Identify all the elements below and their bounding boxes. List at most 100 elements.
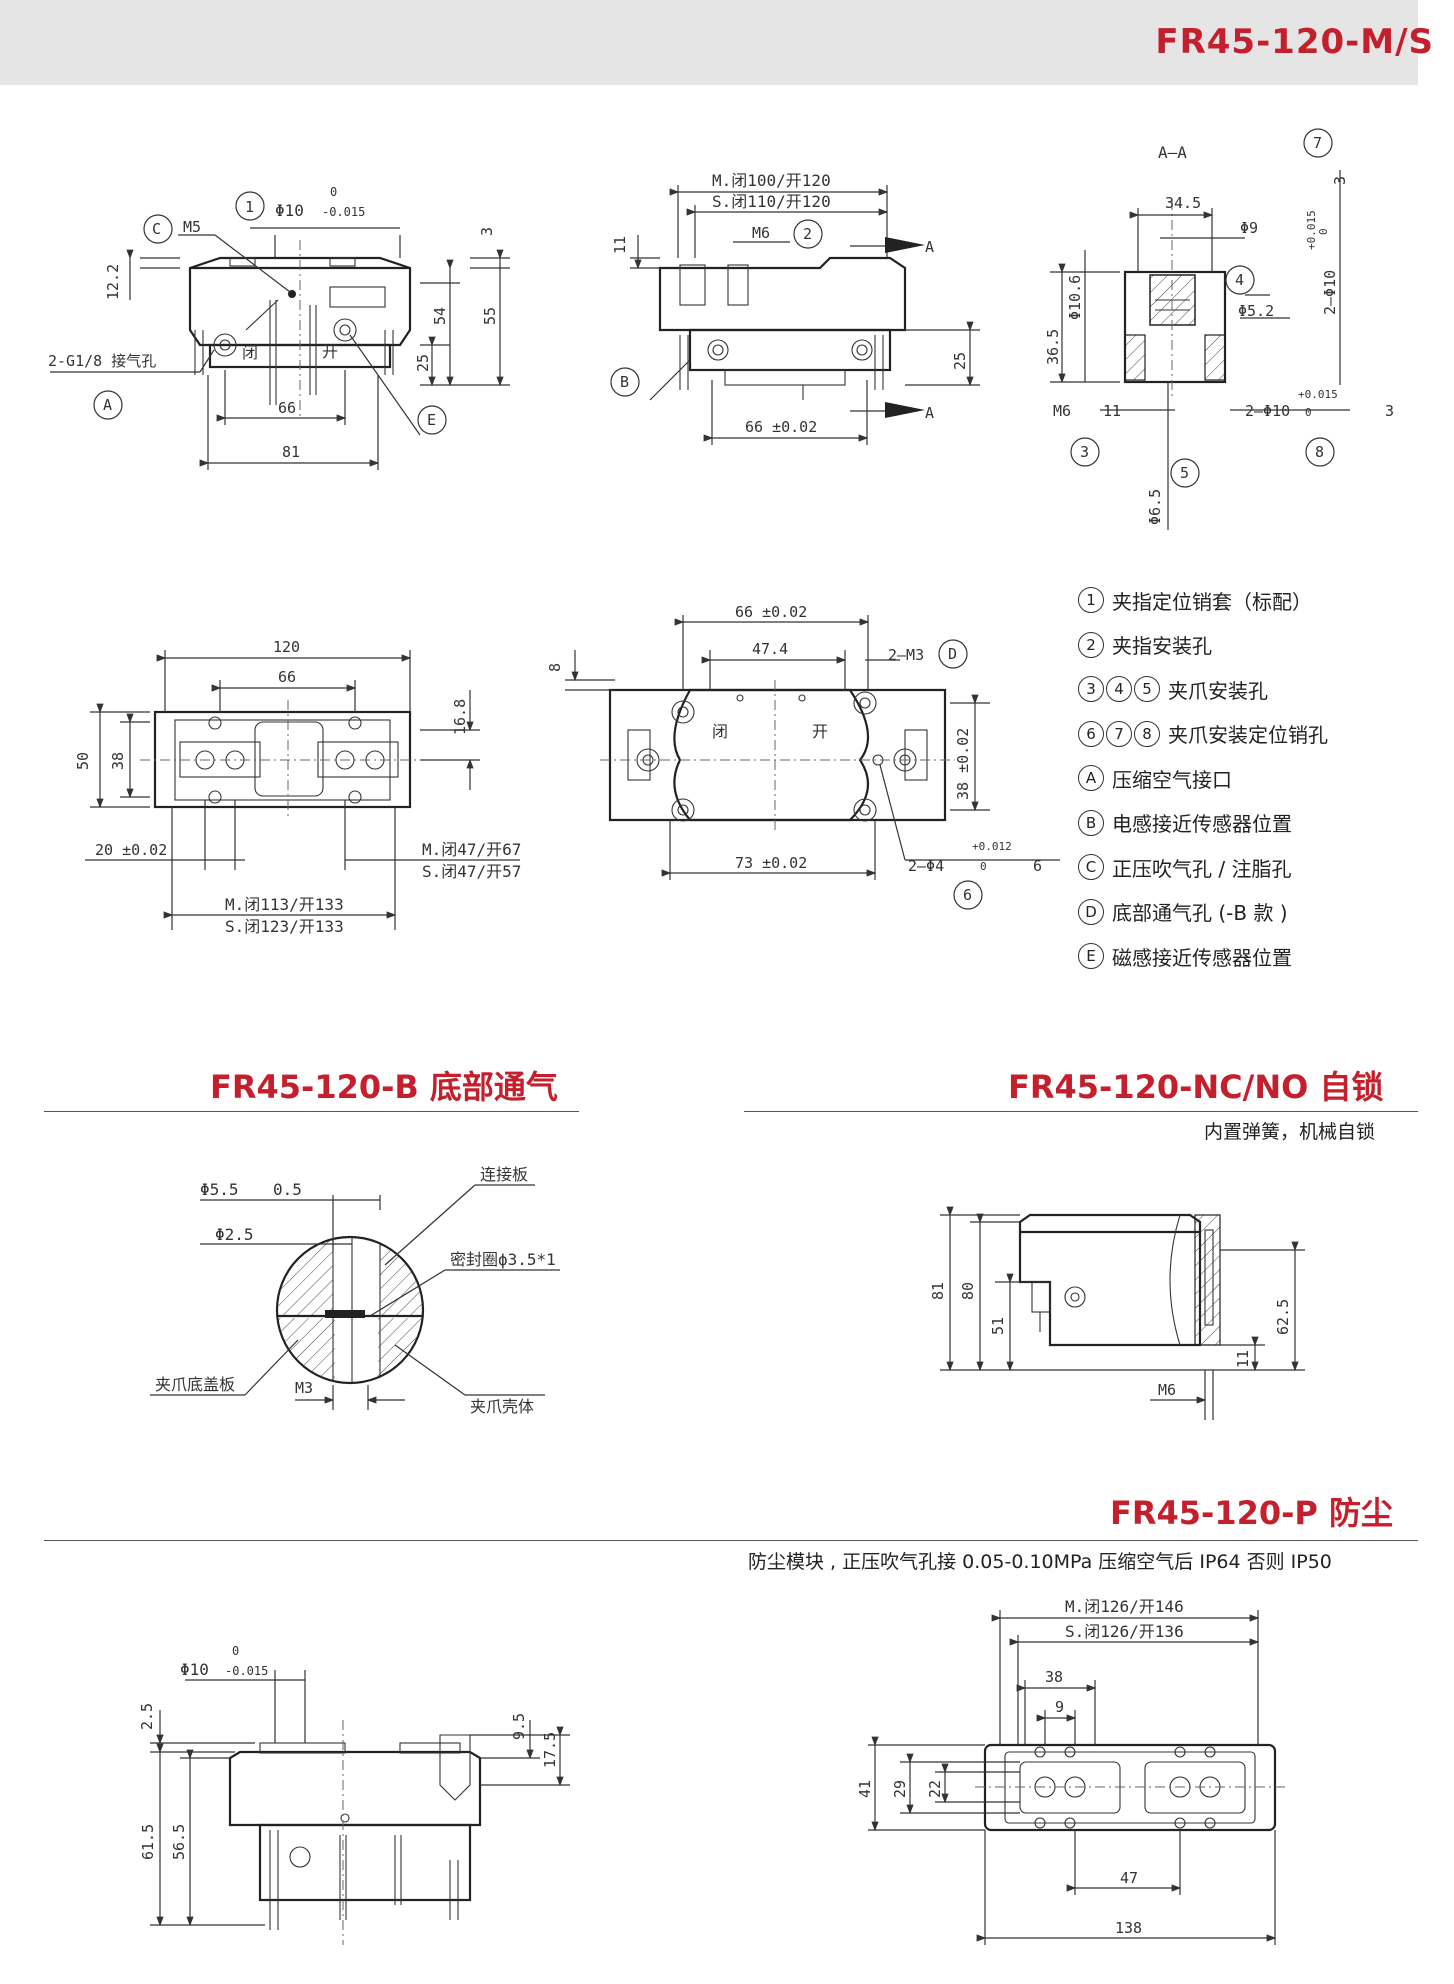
front-view-drawing [50, 191, 510, 470]
front-label-closed: 闭 [242, 343, 258, 362]
legend-badge: 7 [1106, 720, 1132, 747]
dust-front-drawing [150, 1670, 570, 1945]
vent-dim-depth-0-5: 0.5 [273, 1180, 302, 1199]
front-dim-66: 66 [278, 399, 296, 417]
legend-text: 正压吹气孔 / 注脂孔 [1112, 856, 1292, 881]
vent-label-seal: 密封圈ϕ3.5*1 [450, 1250, 556, 1269]
bottom-badge-6: 6 [963, 886, 972, 904]
aa-dim-34-5: 34.5 [1165, 194, 1201, 212]
dust-dim-17-5: 17.5 [541, 1732, 559, 1768]
top-view-drawing [85, 650, 520, 930]
front-badge-e: E [427, 411, 436, 429]
bottom-label-2-m3: 2—M3 [888, 646, 924, 664]
legend-row: B 电感接近传感器位置 [1078, 801, 1418, 846]
legend-badges: D [1078, 898, 1104, 925]
aa-tol-up-v: +0.015 [1305, 210, 1318, 250]
dust-dim-9-5: 9.5 [510, 1713, 528, 1740]
lock-dim-80: 80 [959, 1282, 977, 1300]
legend-badge: E [1078, 943, 1104, 970]
legend-badge: 8 [1134, 720, 1160, 747]
aa-badge-3: 3 [1080, 443, 1089, 461]
bottom-tol-up: +0.012 [972, 840, 1012, 853]
top-dim-38: 38 [109, 752, 127, 770]
front-dim-55: 55 [481, 307, 499, 325]
bottom-badge-d: D [948, 645, 957, 663]
legend-badge: 4 [1106, 676, 1132, 703]
legend-text: 电感接近传感器位置 [1112, 812, 1292, 837]
dust-tol-up: 0 [232, 1644, 239, 1658]
dust-top-dim-9: 9 [1055, 1698, 1064, 1716]
aa-tol-dn-h: 0 [1305, 406, 1312, 419]
section-title-bottom-vent: FR45-120-B 底部通气 [210, 1068, 558, 1106]
aa-dim-2-d10-h: 2—Φ10 [1245, 402, 1290, 420]
dust-top-dim-138: 138 [1115, 1919, 1142, 1937]
top-dim-20: 20 ±0.02 [95, 841, 167, 859]
top-dim-m-total: M.闭113/开133 [225, 895, 344, 914]
front-dim-d10: Φ10 [275, 201, 304, 220]
top-dim-m-open: M.闭47/开67 [422, 840, 521, 859]
front-dim-tol-dn: -0.015 [322, 205, 365, 219]
dust-dim-2-5: 2.5 [138, 1703, 156, 1730]
legend-badge: B [1078, 809, 1104, 836]
aa-label-depth-11: 11 [1103, 402, 1121, 420]
legend-badges: B [1078, 809, 1104, 836]
legend-badges: 2 [1078, 631, 1104, 658]
dust-top-s-stroke: S.闭126/开136 [1065, 1622, 1184, 1641]
side-dim-25: 25 [951, 352, 969, 370]
side-view-drawing [610, 185, 980, 445]
front-dim-tol-up: 0 [330, 185, 337, 199]
aa-badge-4: 4 [1235, 271, 1244, 289]
legend-badge: 2 [1078, 631, 1104, 658]
section-rule-bottom-vent [44, 1111, 579, 1112]
bottom-dim-8: 8 [546, 663, 564, 672]
bottom-view-drawing [565, 615, 1060, 910]
side-badge-2: 2 [803, 225, 812, 243]
bottom-tol-dn: 0 [980, 860, 987, 873]
vent-label-plate: 连接板 [480, 1165, 528, 1184]
aa-depth-3-top: 3 [1331, 176, 1349, 185]
bottom-dim-73: 73 ±0.02 [735, 854, 807, 872]
lock-dim-62-5: 62.5 [1274, 1299, 1292, 1335]
aa-dim-d10-6: Φ10.6 [1066, 275, 1084, 320]
legend-badges: A [1078, 765, 1104, 792]
side-arrow-a-top: A [925, 238, 934, 256]
vent-label-cover: 夹爪底盖板 [155, 1375, 235, 1394]
aa-depth-3-bottom: 3 [1385, 402, 1394, 420]
legend-text: 夹爪安装定位销孔 [1168, 723, 1328, 748]
front-dim-81: 81 [282, 443, 300, 461]
aa-badge-8: 8 [1315, 443, 1324, 461]
section-title-dustproof: FR45-120-P 防尘 [1110, 1494, 1393, 1532]
section-rule-self-lock [744, 1111, 1418, 1112]
lock-dim-11: 11 [1234, 1350, 1252, 1368]
legend-text: 磁感接近传感器位置 [1112, 945, 1292, 970]
side-badge-b: B [620, 373, 629, 391]
legend-badges: E [1078, 943, 1104, 970]
bottom-label-closed: 闭 [712, 722, 728, 741]
aa-dim-d5-2: Φ5.2 [1238, 302, 1274, 320]
front-label-port: 2-G1/8 接气孔 [48, 352, 156, 370]
bottom-depth-6: 6 [1033, 857, 1042, 875]
vent-label-m3: M3 [295, 1379, 313, 1397]
aa-badge-5: 5 [1180, 464, 1189, 482]
header-banner [0, 0, 1418, 85]
legend-badge: D [1078, 898, 1104, 925]
section-note-self-lock: 内置弹簧，机械自锁 [1204, 1121, 1376, 1143]
vent-dim-d2-5: Φ2.5 [215, 1225, 254, 1244]
side-arrow-a-bottom: A [925, 404, 934, 422]
top-dim-66: 66 [278, 668, 296, 686]
aa-dim-d9: Φ9 [1240, 219, 1258, 237]
dust-top-dim-47: 47 [1120, 1869, 1138, 1887]
dust-dim-d10: Φ10 [180, 1660, 209, 1679]
top-dim-120: 120 [273, 638, 300, 656]
legend-row: D 底部通气孔 (-B 款 ) [1078, 890, 1418, 935]
legend-text: 底部通气孔 (-B 款 ) [1112, 901, 1288, 926]
vent-dim-d5-5: Φ5.5 [200, 1180, 239, 1199]
front-dim-12-2: 12.2 [104, 264, 122, 300]
